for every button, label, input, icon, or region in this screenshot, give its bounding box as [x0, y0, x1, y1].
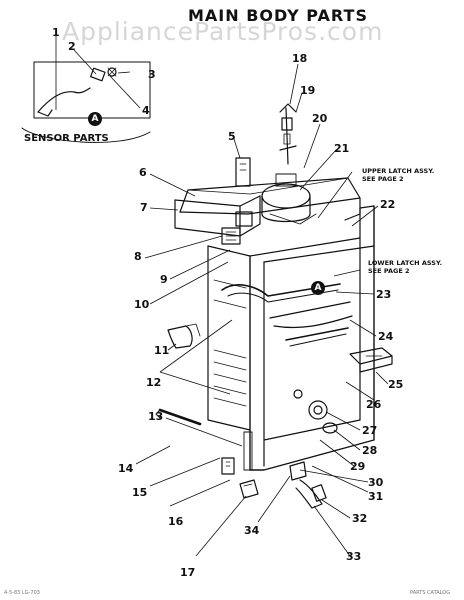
part-number-6: 6: [139, 166, 147, 179]
part-number-33: 33: [346, 550, 362, 563]
upper-latch-note: UPPER LATCH ASSY. SEE PAGE 2: [362, 167, 435, 183]
footer-right: PARTS CATALOG: [410, 590, 451, 596]
part-number-8: 8: [134, 250, 142, 263]
lower-latch-note: LOWER LATCH ASSY. SEE PAGE 2: [368, 259, 443, 275]
part-number-15: 15: [132, 486, 148, 499]
part-number-7: 7: [140, 201, 148, 214]
part-number-2: 2: [68, 40, 76, 53]
part-number-9: 9: [160, 273, 168, 286]
part-number-11: 11: [154, 344, 170, 357]
part-number-34: 34: [244, 524, 260, 537]
footer-left: 4-5-83 LG-703: [4, 590, 40, 596]
part-number-20: 20: [312, 112, 328, 125]
part-number-1: 1: [52, 26, 60, 39]
part-number-26: 26: [366, 398, 382, 411]
part-number-13: 13: [148, 410, 164, 423]
part-number-32: 32: [352, 512, 368, 525]
part-number-3: 3: [148, 68, 156, 81]
part-number-31: 31: [368, 490, 384, 503]
part-number-14: 14: [118, 462, 134, 475]
part-number-16: 16: [168, 515, 184, 528]
part-number-10: 10: [134, 298, 150, 311]
part-number-22: 22: [380, 198, 396, 211]
callout-a-sensor: A: [88, 112, 102, 126]
sensor-parts-label: SENSOR PARTS: [24, 133, 109, 144]
part-number-21: 21: [334, 142, 350, 155]
part-number-23: 23: [376, 288, 392, 301]
part-number-4: 4: [142, 104, 150, 117]
part-number-5: 5: [228, 130, 236, 143]
part-number-19: 19: [300, 84, 316, 97]
part-number-18: 18: [292, 52, 308, 65]
callout-a-body: A: [311, 281, 325, 295]
part-number-12: 12: [146, 376, 162, 389]
part-number-25: 25: [388, 378, 404, 391]
part-number-17: 17: [180, 566, 196, 579]
part-number-29: 29: [350, 460, 366, 473]
page-title: MAIN BODY PARTS: [188, 6, 368, 25]
part-number-30: 30: [368, 476, 384, 489]
part-number-24: 24: [378, 330, 394, 343]
part-number-28: 28: [362, 444, 378, 457]
watermark: AppliancePartsPros.com: [62, 17, 384, 46]
part-number-27: 27: [362, 424, 378, 437]
